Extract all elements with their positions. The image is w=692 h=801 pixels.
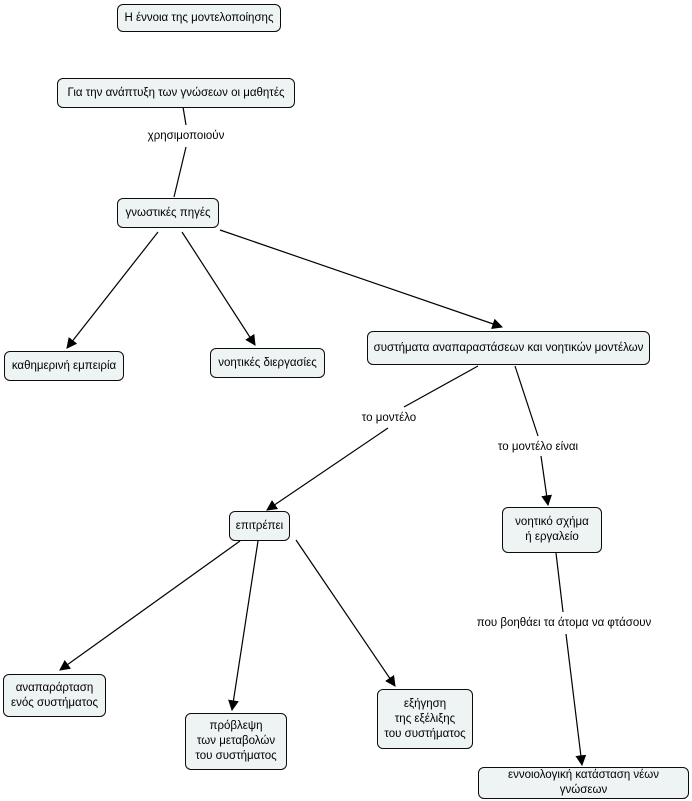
- arrow-sources-processes: [181, 231, 256, 346]
- node-prediction: πρόβλεψη των μεταβολών του συστήματος: [185, 713, 287, 770]
- node-representation: αναπαράρταση ενός συστήματος: [3, 674, 106, 717]
- arrow-model-allows: [266, 427, 389, 511]
- node-explanation: εξήγηση της εξέλιξης του συστήματος: [377, 689, 473, 749]
- connector-schema-helps: [555, 552, 564, 613]
- node-allows: επιτρέπει: [229, 511, 290, 541]
- title-node: Η έννοια της μοντελοποίησης: [117, 4, 281, 32]
- arrow-sources-systems: [219, 229, 504, 329]
- connector-use-sources: [173, 146, 187, 198]
- link-label-helps: που βοηθάει τα άτομα να φτάσουν: [474, 616, 654, 630]
- arrow-allows-prediction: [228, 540, 259, 712]
- arrow-allows-representation: [59, 540, 241, 671]
- arrow-model-is-schema: [540, 455, 552, 507]
- node-conceptual: εννοιολογική κατάσταση νέων γνώσεων: [478, 767, 689, 799]
- link-label-use: χρησιμοποιούν: [145, 129, 227, 143]
- node-schema: νοητικό σχήμα ή εργαλείο: [502, 507, 602, 553]
- node-experience: καθημερινή εμπειρία: [4, 351, 124, 381]
- arrow-allows-explanation: [295, 539, 396, 687]
- link-label-model-is: το μοντέλο είναι: [495, 440, 581, 454]
- arrow-sources-experience: [66, 231, 159, 349]
- link-label-model: το μοντέλο: [359, 411, 419, 425]
- node-processes: νοητικές διεργασίες: [210, 348, 325, 378]
- arrow-helps-conceptual: [565, 633, 587, 767]
- node-learners: Για την ανάπτυξη των γνώσεων οι μαθητές: [57, 78, 295, 108]
- connector-systems-model-is: [514, 365, 539, 437]
- node-sources: γνωστικές πηγές: [117, 198, 219, 228]
- connector-systems-model: [403, 365, 479, 408]
- node-systems: συστήματα αναπαραστάσεων και νοητικών μο…: [367, 331, 650, 365]
- connector-learners-use: [182, 106, 187, 126]
